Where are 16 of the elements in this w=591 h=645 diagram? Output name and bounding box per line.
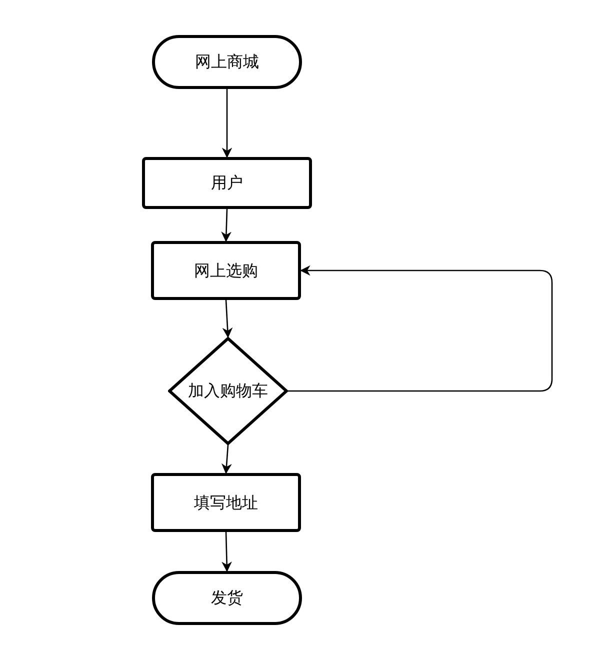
arrow xyxy=(288,265,553,392)
node-label: 网上选购 xyxy=(194,260,258,282)
node-label: 填写地址 xyxy=(194,492,258,514)
process-box xyxy=(151,473,301,532)
node-label: 加入购物车 xyxy=(188,380,268,402)
arrow xyxy=(222,532,232,572)
arrow xyxy=(222,89,232,158)
decision-diamond xyxy=(168,337,288,445)
node-label: 网上商城 xyxy=(195,51,259,73)
process-box xyxy=(151,241,301,300)
node-label: 用户 xyxy=(211,172,243,194)
arrow xyxy=(221,444,232,474)
arrow xyxy=(222,300,233,338)
process-box xyxy=(142,157,312,209)
arrow xyxy=(221,208,232,242)
node-label: 发货 xyxy=(211,587,243,609)
